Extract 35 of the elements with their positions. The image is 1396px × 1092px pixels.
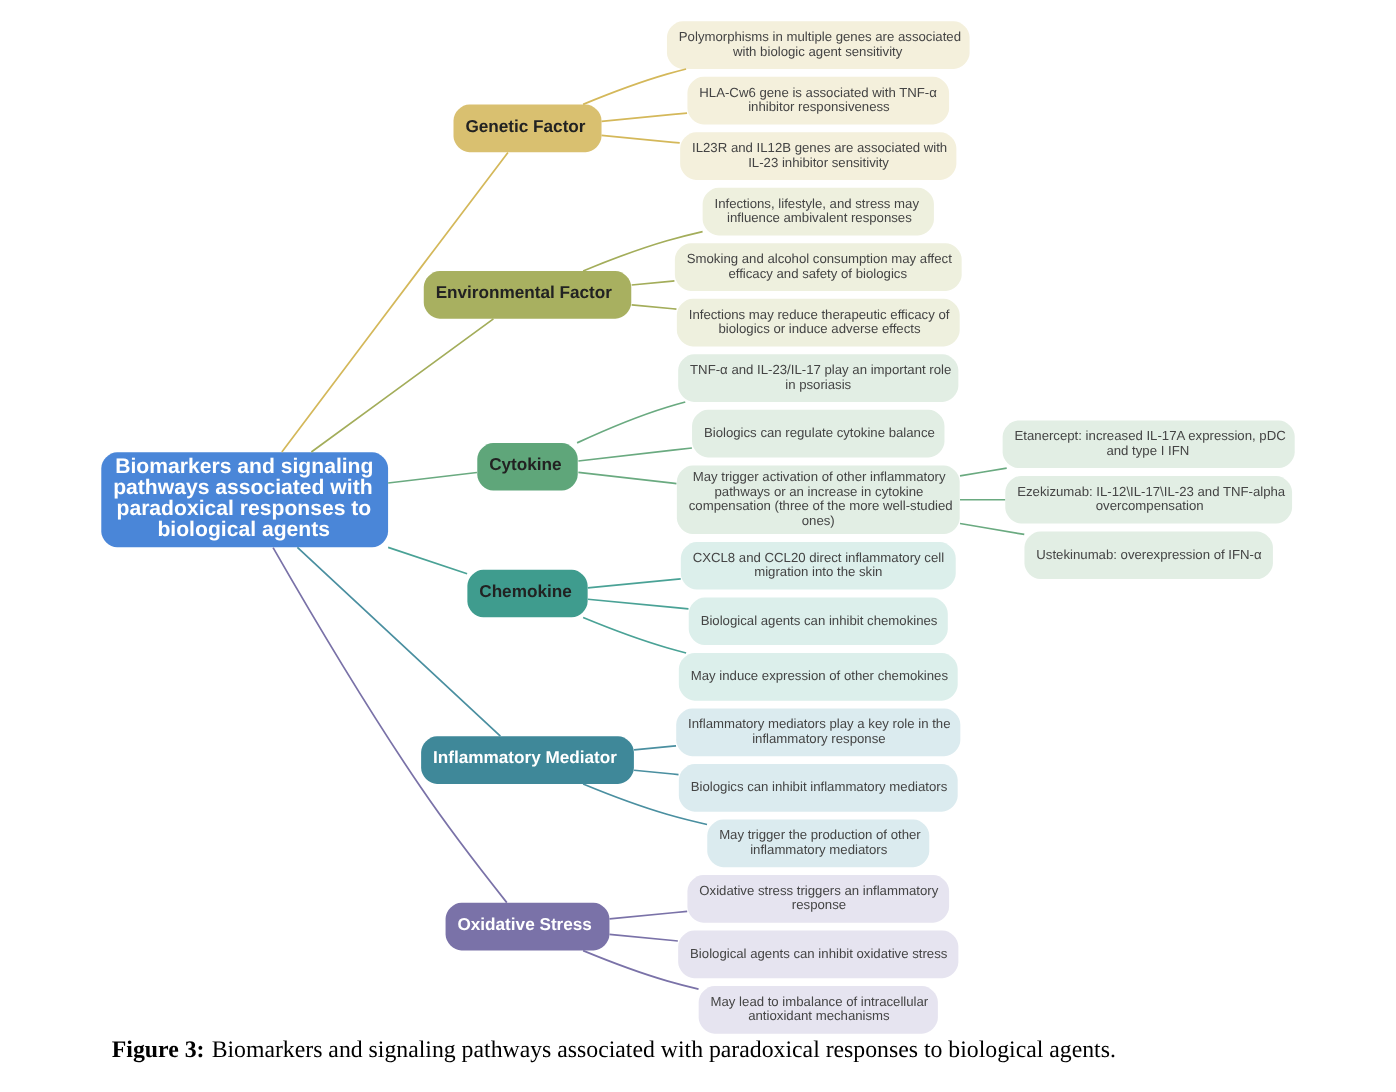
connector [576,401,687,444]
connector [272,546,508,904]
node-box: Chemokine [467,569,588,618]
connector [608,933,679,942]
connector [959,522,1026,536]
connector [582,230,704,272]
caption: Figure 3: Biomarkers and signaling pathways associated with paradoxical responses to biological agents. [111,1034,1116,1063]
connector [582,949,700,990]
node-box: Genetic Factor [453,104,602,153]
connector [600,134,681,144]
connector [310,318,495,453]
connector [296,546,502,737]
connector [582,783,708,826]
node-box: Inflammatory Mediator [421,736,634,784]
node-box: Oxidative Stress [445,902,610,951]
connector [582,616,687,654]
connector [630,303,678,310]
connector [577,447,693,462]
node-box: Biomarkers and signaling pathways associated with paradoxical responses to biological agents [101,452,389,548]
connector [600,112,688,123]
connector [577,471,678,485]
connector [630,280,676,286]
connector [387,546,468,575]
connector [586,598,690,610]
connector [633,769,680,776]
connector [387,471,478,484]
node-box: Cytokine [477,442,578,491]
connector [959,498,1006,501]
connector [582,68,687,106]
connector [633,745,677,751]
node-box: Environmental Factor [423,271,632,319]
connector [281,151,509,453]
connector [959,467,1008,477]
connector [608,910,689,920]
connector [586,578,682,589]
